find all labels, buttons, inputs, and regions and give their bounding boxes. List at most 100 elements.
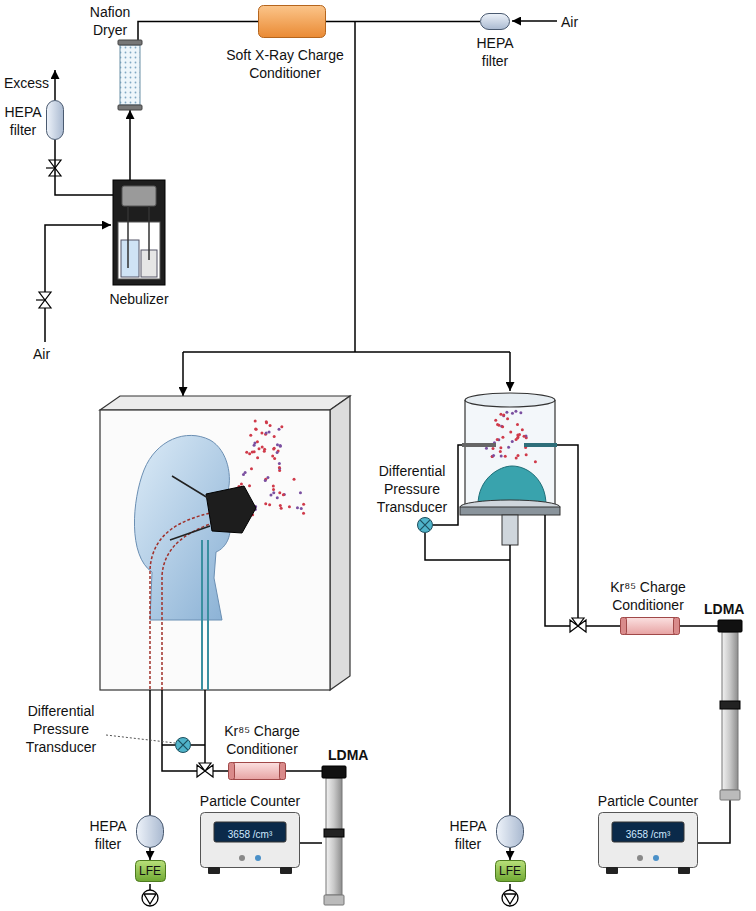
display-reading: 3658 /cm³ (626, 829, 670, 840)
excess-arrow (54, 70, 56, 100)
aerosol-particle (265, 421, 268, 424)
conditioner-cap (674, 618, 680, 635)
aerosol-particle (242, 473, 245, 476)
aerosol-particle (264, 479, 267, 482)
exhaust-line (509, 545, 511, 815)
aerosol-particle (491, 447, 494, 450)
aerosol-particle (516, 423, 519, 426)
flow-label: Air (33, 346, 50, 362)
sample-line (162, 690, 197, 771)
dma-column (722, 632, 738, 790)
aerosol-particle (272, 491, 275, 494)
chamber-cylinder (465, 400, 555, 512)
supply-line (354, 21, 356, 352)
three-way-valve (570, 618, 586, 632)
vacuum-pump (502, 890, 518, 906)
counter-button (239, 855, 245, 861)
exhaust-line (149, 690, 151, 815)
aerosol-particle (280, 507, 283, 510)
air-inlet-arrow (45, 225, 111, 342)
aerosol-particle (282, 493, 285, 496)
solution-reservoir (121, 240, 139, 277)
aerosol-particle (509, 430, 512, 433)
aerosol-particle (279, 444, 282, 447)
component-label: LFE (139, 864, 161, 879)
component-label: HEPA filter (89, 818, 126, 852)
aerosol-particle (273, 457, 276, 460)
aerosol-particle (523, 435, 526, 438)
component-label: LDMA (328, 747, 368, 763)
display-reading: 3658 /cm³ (228, 829, 272, 840)
dma-band (324, 829, 344, 837)
transducer-body (176, 738, 191, 753)
nebulizer-housing (113, 180, 165, 285)
aerosol-particle (276, 451, 279, 454)
pump-symbol (144, 894, 156, 904)
aerosol-particle (265, 432, 268, 435)
aerosol-particle (288, 505, 291, 508)
base-plate (460, 507, 560, 515)
component-label: Nafion Dryer (90, 4, 130, 38)
respirator-mask (206, 486, 256, 533)
counter-foot (606, 867, 618, 874)
pipe-connector (300, 842, 322, 844)
aerosol-particle (279, 504, 282, 507)
aerosol-particle (251, 451, 254, 454)
sample-line (557, 445, 578, 618)
filter-body (481, 14, 510, 30)
pipe-connector (680, 625, 718, 627)
aerosol-particle (521, 428, 524, 431)
valve-handle (36, 299, 45, 300)
aerosol-particle (485, 447, 488, 450)
aerosol-particle (276, 443, 279, 446)
nafion-dryer-outline (118, 40, 142, 110)
aerosol-particle (514, 410, 517, 413)
aerosol-particle (248, 452, 251, 455)
outlet-tube (502, 515, 518, 545)
aerosol-particle (296, 506, 299, 509)
pipe-connector (326, 21, 480, 23)
aerosol-particle (515, 457, 518, 460)
pressure-transducer-outline (175, 737, 191, 753)
counter-button (255, 855, 261, 861)
pipe-connector (138, 22, 258, 41)
component-label: LDMA (704, 601, 744, 617)
conditioner-cap (229, 763, 235, 780)
aerosol-particle (516, 437, 519, 440)
component-label: HEPA filter (476, 35, 513, 69)
flow-label: Air (561, 14, 578, 30)
component-label: Differential Pressure Transducer (26, 703, 96, 755)
filter-body (497, 816, 524, 848)
hepa-filter-outline (480, 13, 510, 30)
kr85-charge-conditioner: Kr⁸⁵ Charge Conditioner (228, 762, 286, 780)
dma-base (324, 895, 344, 905)
pressure-transducer-outline (417, 517, 433, 533)
conditioner-body (259, 6, 326, 38)
aerosol-particle (261, 445, 264, 448)
pipe-connector (286, 770, 322, 772)
component-label: Differential Pressure Transducer (377, 463, 447, 515)
dma-base (720, 790, 740, 800)
aerosol-particle (501, 436, 504, 439)
nebulizer: Nebulizer (113, 180, 165, 285)
dma-band (720, 701, 740, 709)
aerosol-particle (499, 413, 502, 416)
aerosol-particle (249, 434, 252, 437)
aerosol-particle (263, 450, 266, 453)
chamber-front (100, 410, 330, 690)
aerosol-particle (278, 491, 281, 494)
air-inlet-arrow (512, 20, 557, 22)
aerosol-particle (276, 496, 279, 499)
counter-button (637, 855, 643, 861)
aerosol-particle (525, 453, 528, 456)
ldma-column-outline (718, 620, 742, 800)
kr85-charge-conditioner: Kr⁸⁵ Charge Conditioner (620, 617, 680, 635)
transducer-cross (420, 520, 430, 530)
aerosol-particle (255, 428, 258, 431)
aerosol-particle (272, 485, 275, 488)
kr85-charge-conditioner-outline (228, 762, 286, 780)
base-plate (460, 500, 560, 514)
right-sample-lines (425, 445, 620, 815)
aerosol-particle (258, 447, 261, 450)
